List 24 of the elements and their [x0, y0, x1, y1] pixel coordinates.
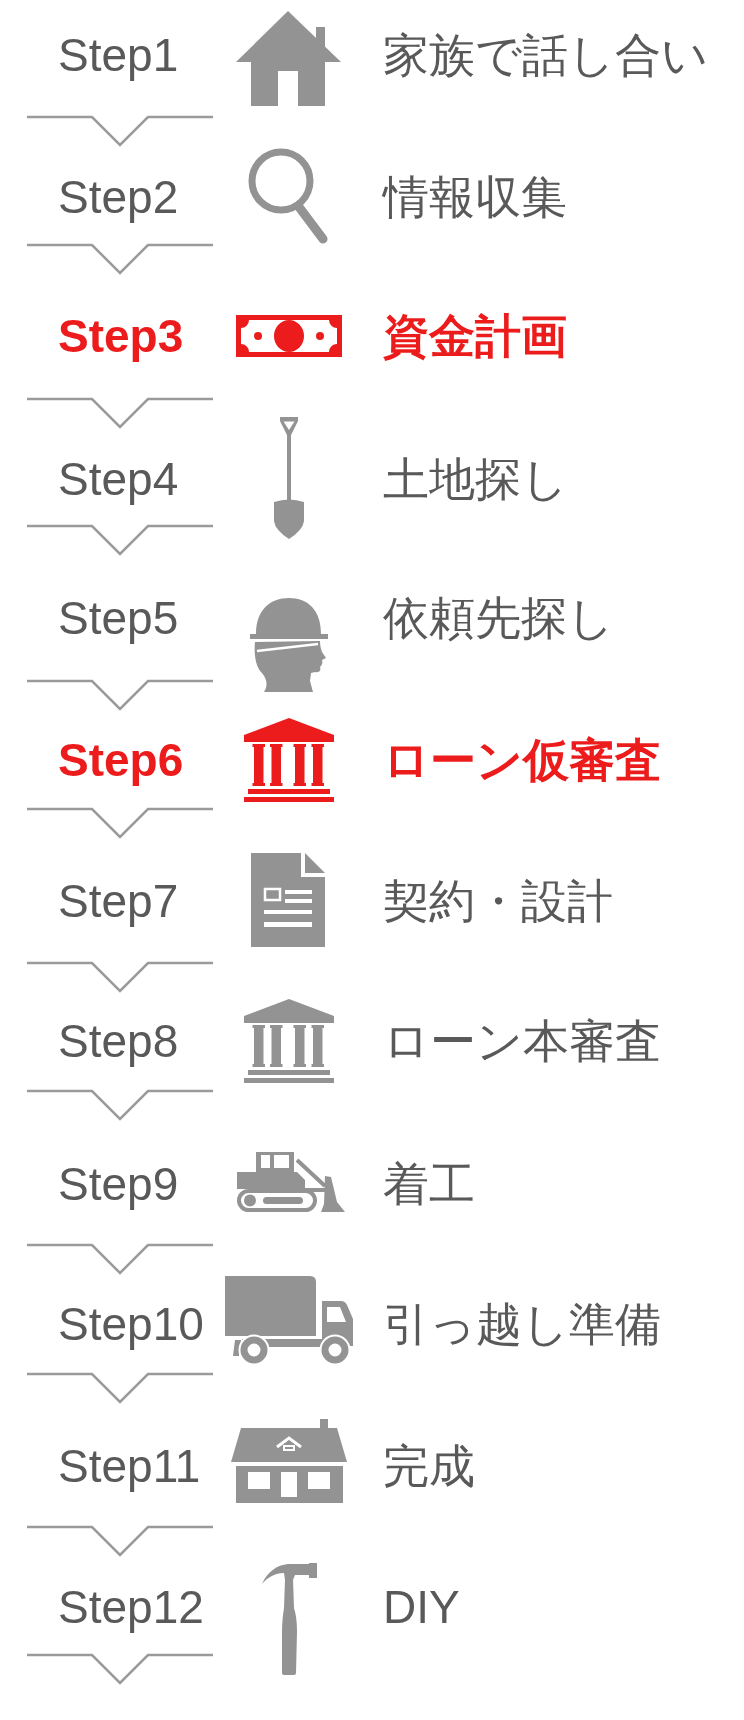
- step-label: Step11: [58, 1439, 201, 1494]
- step-title: ローン仮審査: [383, 733, 661, 788]
- step-title: 着工: [383, 1157, 475, 1212]
- step-title: 引っ越し準備: [383, 1297, 661, 1352]
- step-label: Step3: [58, 309, 184, 364]
- step-title: 土地探し: [383, 452, 568, 507]
- step-label: Step6: [58, 733, 184, 788]
- step-label: Step12: [58, 1580, 204, 1635]
- step-label: Step8: [58, 1014, 179, 1069]
- step-label: Step9: [58, 1157, 179, 1212]
- step-title: 依頼先探し: [383, 591, 614, 646]
- step-label: Step10: [58, 1297, 204, 1352]
- step-title: ローン本審査: [383, 1014, 661, 1069]
- step-title: 家族で話し合い: [383, 28, 708, 83]
- step-title: DIY: [383, 1580, 460, 1635]
- step-label: Step4: [58, 452, 179, 507]
- step-label: Step7: [58, 874, 179, 929]
- step-title: 資金計画: [383, 309, 567, 364]
- step-label: Step2: [58, 169, 179, 225]
- step-title: 契約・設計: [383, 874, 613, 929]
- step-label: Step5: [58, 591, 179, 646]
- step-label: Step1: [58, 28, 179, 83]
- step-title: 完成: [383, 1439, 475, 1494]
- step-title: 情報収集: [383, 169, 567, 225]
